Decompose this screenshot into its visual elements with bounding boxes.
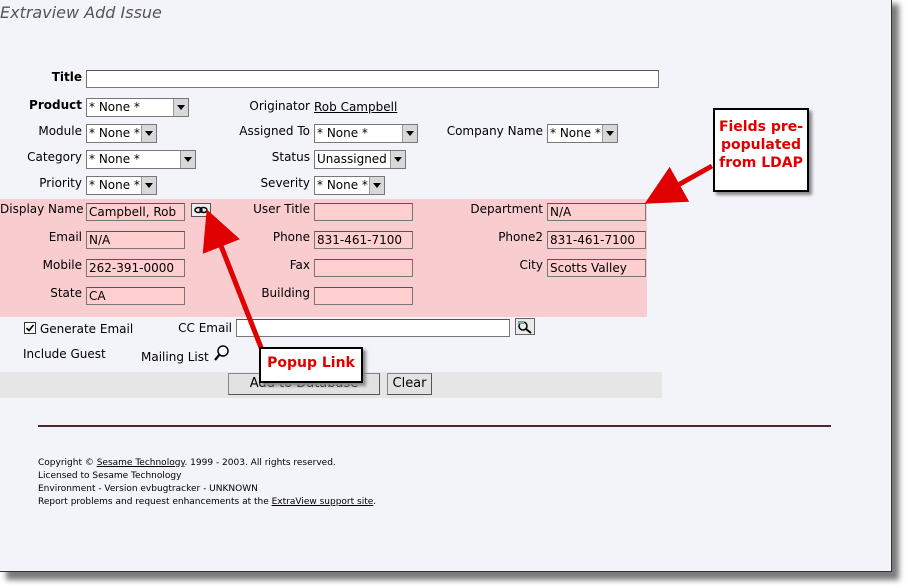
department-field[interactable]: N/A xyxy=(547,203,646,221)
popup-link-callout: Popup Link xyxy=(259,347,363,383)
fax-label: Fax xyxy=(289,258,310,272)
user-title-field[interactable] xyxy=(314,203,413,221)
category-label: Category xyxy=(27,150,82,164)
status-label: Status xyxy=(271,150,310,164)
status-select[interactable]: Unassigned xyxy=(314,150,406,169)
user-title-label: User Title xyxy=(253,202,310,216)
email-field[interactable]: N/A xyxy=(86,231,185,249)
annotation-arrows xyxy=(202,163,714,351)
originator-label: Originator xyxy=(249,99,310,113)
copyright-prefix: Copyright © xyxy=(38,458,97,468)
footer-license: Licensed to Sesame Technology xyxy=(38,471,182,481)
address-book-icon[interactable] xyxy=(515,318,535,335)
include-guest-label: Include Guest xyxy=(23,347,106,361)
product-label: Product xyxy=(29,98,82,112)
generate-email-label: Generate Email xyxy=(40,322,134,336)
originator-link[interactable]: Rob Campbell xyxy=(314,100,398,114)
phone-label: Phone xyxy=(272,230,310,244)
screenshot-frame: Extraview Add Issue Title Product * None… xyxy=(0,0,892,572)
chevron-down-icon xyxy=(173,99,188,116)
assigned-to-label: Assigned To xyxy=(239,124,310,138)
building-label: Building xyxy=(261,286,310,300)
mailing-list-label: Mailing List xyxy=(141,350,209,364)
state-field[interactable]: CA xyxy=(86,287,185,305)
chevron-down-icon xyxy=(390,151,405,168)
report-prefix: Report problems and request enhancements… xyxy=(38,497,272,507)
email-label: Email xyxy=(48,230,82,244)
state-label: State xyxy=(50,286,82,300)
phone2-field[interactable]: 831-461-7100 xyxy=(547,231,646,249)
ldap-arrow xyxy=(644,163,714,204)
popup-arrow xyxy=(202,209,265,351)
city-field[interactable]: Scotts Valley xyxy=(547,259,646,277)
building-field[interactable] xyxy=(314,287,413,305)
mobile-field[interactable]: 262-391-0000 xyxy=(86,259,185,277)
company-name-select[interactable]: * None * xyxy=(547,124,618,143)
chevron-down-icon xyxy=(602,125,617,142)
priority-select[interactable]: * None * xyxy=(86,176,157,195)
ldap-callout: Fields pre-populated from LDAP xyxy=(713,108,809,192)
footer-divider xyxy=(38,425,831,427)
assigned-to-select[interactable]: * None * xyxy=(314,124,418,143)
chevron-down-icon xyxy=(141,177,156,194)
mobile-label: Mobile xyxy=(42,258,82,272)
display-name-field[interactable]: Campbell, Rob xyxy=(86,203,185,221)
phone-field[interactable]: 831-461-7100 xyxy=(314,231,413,249)
magnifier-icon[interactable] xyxy=(213,344,231,362)
product-select[interactable]: * None * xyxy=(86,98,189,117)
footer-environment: Environment - Version evbugtracker - UNK… xyxy=(38,484,258,494)
category-select[interactable]: * None * xyxy=(86,150,196,169)
severity-select[interactable]: * None * xyxy=(314,176,385,195)
phone2-label: Phone2 xyxy=(498,230,543,244)
title-label: Title xyxy=(51,70,82,84)
module-label: Module xyxy=(38,124,82,138)
company-name-label: Company Name xyxy=(446,124,543,138)
footer-report: Report problems and request enhancements… xyxy=(38,497,376,507)
report-suffix: . xyxy=(373,497,377,507)
chevron-down-icon xyxy=(369,177,384,194)
cc-email-input[interactable] xyxy=(236,319,510,337)
city-label: City xyxy=(519,258,543,272)
cc-email-label: CC Email xyxy=(178,321,232,335)
priority-label: Priority xyxy=(39,176,82,190)
footer-copyright: Copyright © Sesame Technology. 1999 - 20… xyxy=(38,458,336,468)
title-input[interactable] xyxy=(86,70,659,88)
chevron-down-icon xyxy=(180,151,195,168)
copyright-suffix: . 1999 - 2003. All rights reserved. xyxy=(184,458,336,468)
chevron-down-icon xyxy=(141,125,156,142)
support-site-link[interactable]: ExtraView support site xyxy=(271,497,374,507)
module-select[interactable]: * None * xyxy=(86,124,157,143)
department-label: Department xyxy=(470,202,543,216)
clear-button[interactable]: Clear xyxy=(387,373,432,395)
severity-label: Severity xyxy=(260,176,310,190)
display-name-label: Display Name xyxy=(0,202,84,216)
fax-field[interactable] xyxy=(314,259,413,277)
sesame-technology-link[interactable]: Sesame Technology xyxy=(96,458,185,468)
page-title: Extraview Add Issue xyxy=(0,3,162,22)
chevron-down-icon xyxy=(402,125,417,142)
generate-email-checkbox[interactable] xyxy=(24,322,36,334)
